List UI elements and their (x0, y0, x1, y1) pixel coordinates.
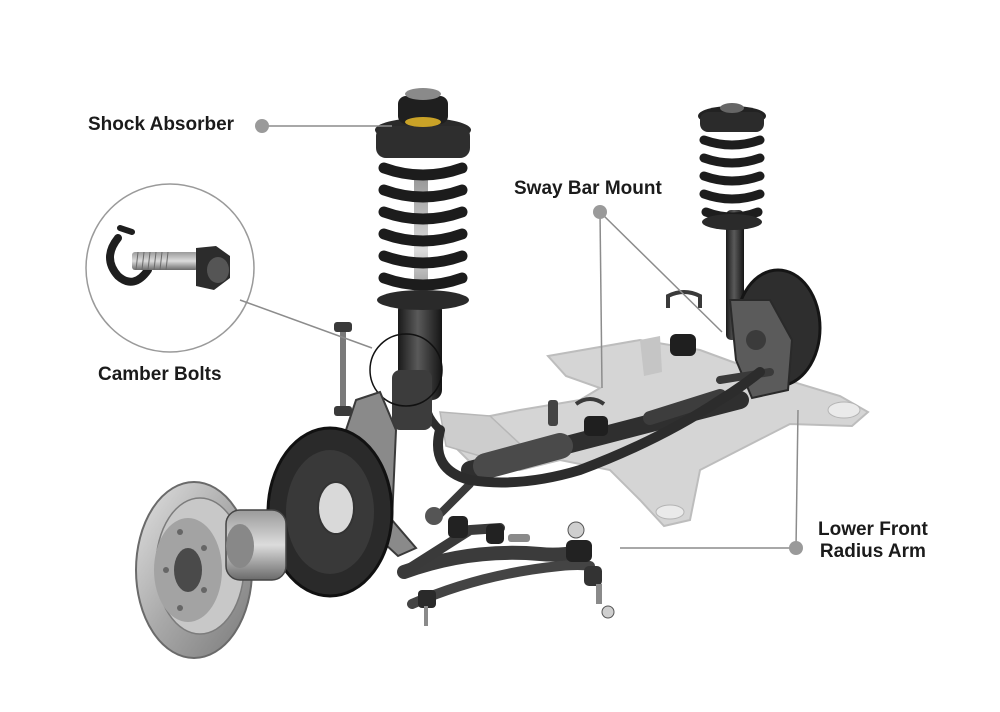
label-lower-front-radius-arm-line1: Lower Front (818, 519, 928, 540)
label-lower-front-radius-arm: Lower Front Radius Arm (818, 519, 928, 563)
camber-bolt-inset (85, 183, 255, 353)
lower-radius-arm (397, 516, 615, 626)
label-lower-front-radius-arm-line2: Radius Arm (819, 541, 926, 562)
sway-bar-mount (548, 290, 702, 436)
left-strut (369, 88, 471, 430)
leader-line-camber (239, 299, 373, 349)
leader-dot-shock (255, 119, 269, 133)
left-knuckle (266, 390, 418, 598)
leader-dot-radius (789, 541, 803, 555)
right-strut (698, 103, 822, 400)
label-camber-bolts: Camber Bolts (98, 364, 222, 385)
leader-line-sway-2 (599, 211, 723, 333)
brake-disc (135, 481, 287, 659)
leader-lines (239, 125, 799, 549)
label-sway-bar-mount: Sway Bar Mount (514, 178, 662, 199)
leader-line-radius-up (795, 409, 799, 549)
leader-dot-sway (593, 205, 607, 219)
leader-line-sway-1 (599, 211, 603, 389)
leader-dots (255, 119, 803, 555)
sway-bar-end-link (334, 322, 352, 416)
label-shock-absorber: Shock Absorber (88, 114, 235, 135)
